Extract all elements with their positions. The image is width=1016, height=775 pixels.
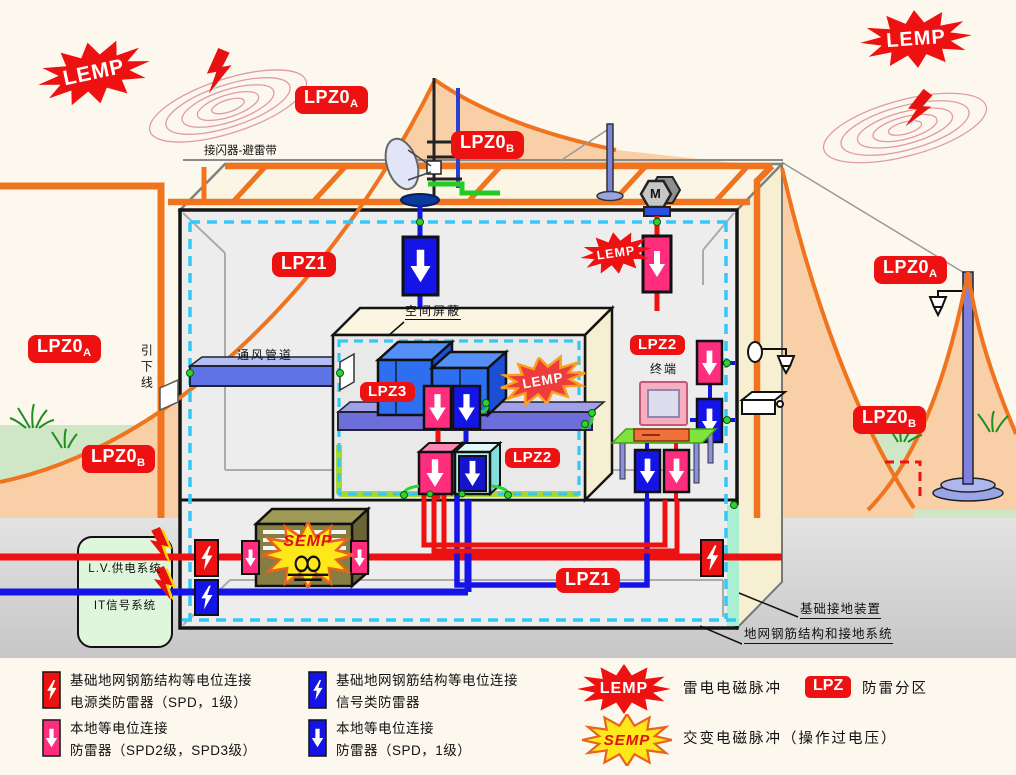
legend-semp-star: SEMP — [582, 714, 672, 766]
badge-text: LPZ0 — [304, 87, 351, 107]
wiring — [0, 429, 922, 596]
badge-text: LPZ0 — [37, 336, 84, 356]
badge-sub: B — [137, 456, 146, 469]
badge-sub: A — [350, 97, 359, 110]
spd-local-arrow-blue-icon — [308, 719, 327, 757]
badge-sub: A — [83, 346, 92, 359]
bonding-points — [186, 218, 738, 509]
wall-fixtures — [739, 341, 796, 415]
satellite-dish-icon — [384, 137, 432, 191]
antenna-pole-2 — [559, 123, 624, 202]
legend-line: 本地等电位连接 — [336, 721, 434, 736]
legend-line: 电源类防雷器（SPD，1级） — [70, 694, 248, 710]
badge-lpz0b-right: LPZ0B — [853, 406, 926, 434]
badge-text: LPZ0 — [862, 407, 909, 427]
spd-devices — [194, 234, 735, 616]
lv-system-label: L.V.供电系统 — [88, 563, 162, 575]
badge-lpz0b-top: LPZ0B — [451, 131, 524, 159]
keyboard-icon — [633, 428, 690, 442]
badge-lpz1-bottom: LPZ1 — [556, 568, 621, 593]
mast-earthing-wire — [428, 181, 500, 196]
spiral-right — [822, 92, 988, 164]
legend-line: 信号类防雷器 — [336, 694, 420, 710]
badge-text: LPZ0 — [91, 446, 138, 466]
foundation-earth-label: 基础接地装置 — [800, 602, 882, 619]
spd-signal-bolt-blue-icon — [308, 671, 327, 709]
legend-lpz-badge: LPZ — [805, 676, 852, 698]
legend-line: 基础地网钢筋结构等电位连接 — [336, 673, 518, 688]
vent-duct-label: 通风管道 — [237, 348, 294, 362]
badge-lpz2-room: LPZ2 — [505, 448, 560, 469]
legend-item-signal-spd: 基础地网钢筋结构等电位连接信号类防雷器 — [308, 670, 518, 713]
ground-grid-label: 地网钢筋结构和接地系统 — [744, 627, 893, 644]
badge-lpz0a-left: LPZ0A — [28, 335, 101, 363]
lemp-star-top-right: LEMP — [858, 6, 974, 72]
spiral-left — [148, 69, 308, 143]
motor-label: M — [650, 186, 661, 201]
pole-lamp-icon — [928, 290, 963, 318]
leader-lines — [387, 321, 799, 645]
legend-item-local-spd-pink: 本地等电位连接防雷器（SPD2级，SPD3级） — [42, 718, 257, 761]
down-conductor-label: 引下线 — [139, 344, 154, 392]
emp-spirals — [148, 69, 988, 164]
badge-lpz1-top: LPZ1 — [272, 252, 337, 277]
legend-line: 本地等电位连接 — [70, 721, 168, 736]
badge-sub: A — [929, 267, 938, 280]
badge-lpz0a-right: LPZ0A — [874, 256, 947, 284]
space-shield-label: 空间屏蔽 — [405, 304, 462, 321]
legend-line: 防雷器（SPD2级，SPD3级） — [70, 742, 257, 758]
legend-lpz-desc: 防雷分区 — [862, 681, 928, 697]
room-duct-flap — [339, 352, 355, 392]
lightning-strike-icons — [149, 48, 936, 603]
star-text: SEMP — [603, 731, 651, 749]
spd-local-arrow-pink-icon — [42, 719, 61, 757]
terminal-workstation — [610, 381, 718, 500]
motor-unit — [639, 176, 682, 311]
legend-item-local-spd-blue: 本地等电位连接防雷器（SPD，1级） — [308, 718, 471, 761]
air-terminal-label: 接闪器-避雷带 — [204, 145, 277, 157]
foundation-earth-strip — [727, 505, 739, 626]
badge-text: LPZ0 — [883, 257, 930, 277]
star-text: SEMP — [283, 533, 333, 550]
lemp-star-room: LEMP — [497, 350, 590, 411]
overhead-wire — [782, 162, 967, 275]
badge-lpz0b-left: LPZ0B — [82, 445, 155, 473]
badge-lpz2-terminal: LPZ2 — [630, 335, 685, 356]
wall-vent-flap — [159, 378, 179, 412]
semp-star: SEMP — [262, 522, 354, 588]
legend-line: 防雷器（SPD，1级） — [336, 742, 472, 758]
badge-text: LPZ0 — [460, 132, 507, 152]
badge-lpz3: LPZ3 — [360, 382, 415, 403]
pole-feed-dashed — [885, 460, 922, 502]
legend-item-power-spd: 基础地网钢筋结构等电位连接电源类防雷器（SPD，1级） — [42, 670, 252, 713]
spd-power-bolt-red-icon — [42, 671, 61, 709]
legend-lemp-desc: 雷电电磁脉冲 — [683, 681, 782, 697]
star-text: LEMP — [885, 25, 947, 52]
terminal-label: 终端 — [650, 362, 679, 376]
lemp-star-mid: LEMP — [577, 227, 654, 279]
legend-semp-desc: 交变电磁脉冲（操作过电压） — [683, 731, 898, 747]
transformer-symbol-icon — [287, 555, 329, 581]
legend-line: 基础地网钢筋结构等电位连接 — [70, 673, 252, 688]
lemp-star-top-left: LEMP — [32, 31, 156, 115]
legend-lemp-star: LEMP — [577, 664, 671, 714]
it-system-label: IT信号系统 — [93, 600, 157, 612]
badge-sub: B — [908, 417, 917, 430]
star-text: LEMP — [599, 680, 649, 697]
badge-lpz0a-top: LPZ0A — [295, 86, 368, 114]
badge-sub: B — [506, 142, 515, 155]
